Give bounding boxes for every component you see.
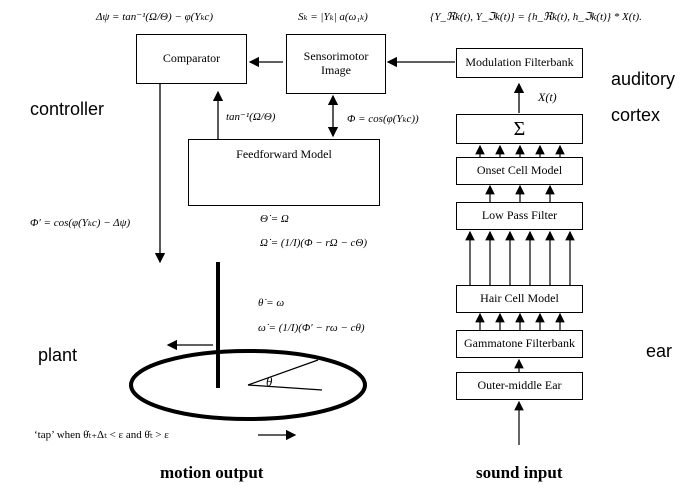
cortex-label: cortex: [611, 105, 661, 125]
plant-label: plant: [38, 345, 78, 365]
comparator-box: Comparator: [136, 34, 247, 84]
omega-dot-equation: Ω̇ = (1/I)(Φ − rΩ − cΘ): [260, 237, 368, 249]
sound-input-label: sound input: [476, 463, 563, 482]
tap-condition: ‘tap’ when θ̇ₜ₊Δₜ < ε and θ̇ₜ > ε: [34, 429, 169, 441]
gammatone-filterbank-box: Gammatone Filterbank: [456, 330, 583, 358]
small-theta-dot-equation: θ̇ = ω: [258, 297, 285, 309]
sensorimotor-label: Sensorimotor Image: [303, 49, 369, 77]
onset-label: Onset Cell Model: [476, 163, 563, 178]
sk-equation: Sₖ = |Yₖ| a(ω₁ₖ): [298, 11, 368, 23]
sum-box: Σ: [456, 114, 583, 144]
sum-label: Σ: [513, 117, 526, 140]
low-pass-filter-box: Low Pass Filter: [456, 202, 583, 230]
comparator-label: Comparator: [162, 51, 221, 66]
feedforward-label: Feedforward Model: [236, 147, 332, 161]
theta-dot-equation: Θ̇ = Ω: [260, 213, 289, 225]
lowpass-label: Low Pass Filter: [481, 208, 558, 223]
phi-equation: Φ = cos(φ(Yₖc)): [347, 113, 419, 125]
phi-prime-equation: Φ′ = cos(φ(Yₖc) − Δψ): [30, 217, 131, 229]
ypair-equation: {Y_ℜk(t), Y_ℑk(t)} = {h_ℜk(t), h_ℑk(t)} …: [430, 11, 642, 23]
hair-cell-model-box: Hair Cell Model: [456, 285, 583, 313]
tan-ratio-equation: tan⁻¹(Ω/Θ): [226, 111, 276, 123]
onset-cell-model-box: Onset Cell Model: [456, 157, 583, 185]
modulation-filterbank-box: Modulation Filterbank: [456, 48, 583, 78]
controller-label: controller: [30, 99, 105, 119]
small-omega-dot-equation: ω̇ = (1/I)(Φ′ − rω − cθ): [258, 322, 365, 334]
ear-label: ear: [646, 341, 673, 361]
outer-middle-ear-box: Outer-middle Ear: [456, 372, 583, 400]
outer-label: Outer-middle Ear: [477, 378, 562, 393]
delta-psi-equation: Δψ = tan⁻¹(Ω/Θ) − φ(Yₖc): [96, 11, 213, 23]
theta-label: θ: [266, 374, 273, 389]
modulation-label: Modulation Filterbank: [465, 55, 574, 70]
xt-label: X(t): [538, 90, 557, 104]
motion-output-label: motion output: [160, 463, 264, 482]
gammatone-label: Gammatone Filterbank: [464, 336, 575, 351]
haircell-label: Hair Cell Model: [480, 291, 559, 306]
auditory-label: auditory: [611, 69, 676, 89]
feedforward-model-box: Feedforward Model: [188, 139, 380, 206]
sensorimotor-image-box: Sensorimotor Image: [286, 34, 386, 94]
